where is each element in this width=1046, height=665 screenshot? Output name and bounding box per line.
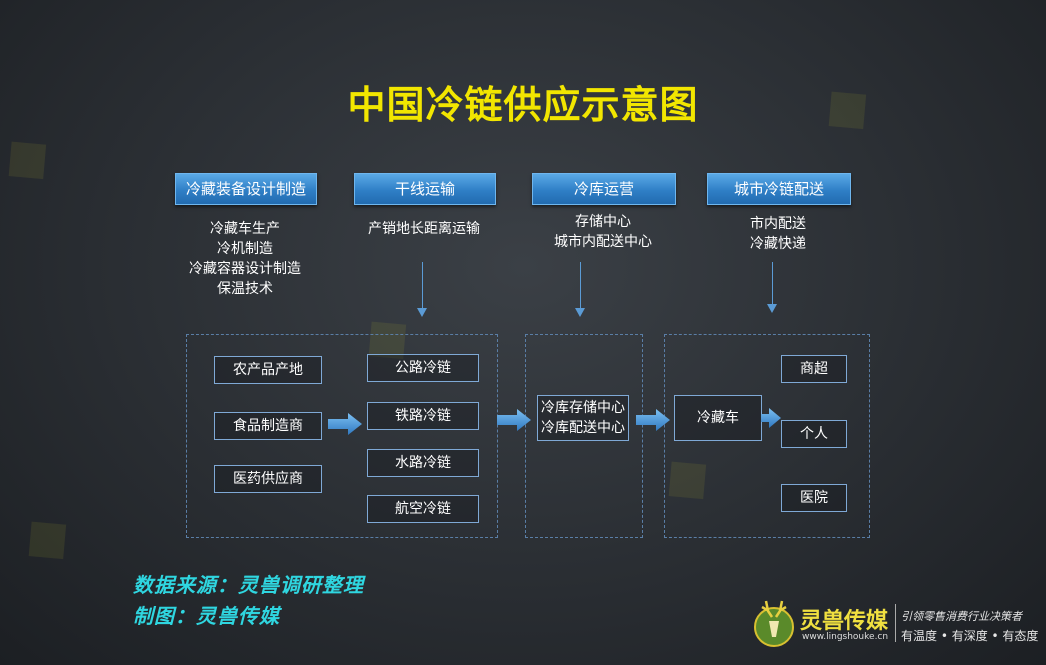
desc-cold-storage: 存储中心 城市内配送中心 xyxy=(523,212,683,252)
desc-line: 产销地长距离运输 xyxy=(368,221,480,237)
node-rail-cold-chain: 铁路冷链 xyxy=(367,402,479,430)
node-pharma-supplier: 医药供应商 xyxy=(214,465,322,493)
header-cold-storage: 冷库运营 xyxy=(532,173,676,205)
deer-logo-icon xyxy=(754,600,794,647)
desc-city-delivery: 市内配送 冷藏快递 xyxy=(698,214,858,254)
node-air-cold-chain: 航空冷链 xyxy=(367,495,479,523)
logo-url: www.lingshouke.cn xyxy=(802,632,889,642)
right-arrow-icon xyxy=(497,409,531,431)
desc-line: 保温技术 xyxy=(217,281,273,297)
watermark: ◆ xyxy=(1,492,88,582)
desc-line: 市内配送 xyxy=(750,216,806,232)
down-arrow-line xyxy=(422,262,423,310)
node-cold-storage-center: 冷库存储中心 冷库配送中心 xyxy=(537,395,629,441)
diagram-title: 中国冷链供应示意图 xyxy=(347,83,699,127)
node-hospital: 医院 xyxy=(781,484,847,512)
down-arrow-icon xyxy=(417,308,427,317)
group-supply-transport xyxy=(186,334,498,538)
node-supermarket: 商超 xyxy=(781,355,847,383)
right-arrow-icon xyxy=(761,408,781,428)
data-source-note: 数据来源：灵兽调研整理 xyxy=(133,573,364,597)
group-city-delivery xyxy=(664,334,870,538)
down-arrow-line xyxy=(772,262,773,306)
logo-tagline: 引领零售消费行业决策者 xyxy=(901,610,1022,623)
logo-divider xyxy=(895,604,896,642)
node-water-cold-chain: 水路冷链 xyxy=(367,449,479,477)
logo-slogan: 有温度 • 有深度 • 有态度 xyxy=(901,629,1039,643)
desc-line: 冷机制造 xyxy=(217,241,273,257)
node-individual: 个人 xyxy=(781,420,847,448)
node-food-manufacturer: 食品制造商 xyxy=(214,412,322,440)
header-city-delivery: 城市冷链配送 xyxy=(707,173,851,205)
desc-line: 冷藏快递 xyxy=(750,236,806,252)
header-equipment: 冷藏装备设计制造 xyxy=(175,173,317,205)
logo-name: 灵兽传媒 xyxy=(800,609,889,634)
node-agricultural-origin: 农产品产地 xyxy=(214,356,322,384)
desc-line: 存储中心 xyxy=(575,214,631,230)
node-road-cold-chain: 公路冷链 xyxy=(367,354,479,382)
node-refrigerated-truck: 冷藏车 xyxy=(674,395,762,441)
node-line: 冷库配送中心 xyxy=(541,420,625,436)
header-trunk-transport: 干线运输 xyxy=(354,173,496,205)
desc-line: 冷藏容器设计制造 xyxy=(189,261,301,277)
node-line: 冷库存储中心 xyxy=(541,400,625,416)
right-arrow-icon xyxy=(328,413,362,435)
chart-maker-note: 制图：灵兽传媒 xyxy=(133,604,280,628)
desc-line: 冷藏车生产 xyxy=(210,221,280,237)
desc-trunk-transport: 产销地长距离运输 xyxy=(344,219,504,239)
right-arrow-icon xyxy=(636,409,670,431)
down-arrow-icon xyxy=(575,308,585,317)
down-arrow-icon xyxy=(767,304,777,313)
desc-line: 城市内配送中心 xyxy=(554,234,652,250)
desc-equipment: 冷藏车生产 冷机制造 冷藏容器设计制造 保温技术 xyxy=(165,219,325,299)
down-arrow-line xyxy=(580,262,581,310)
group-cold-storage xyxy=(525,334,643,538)
